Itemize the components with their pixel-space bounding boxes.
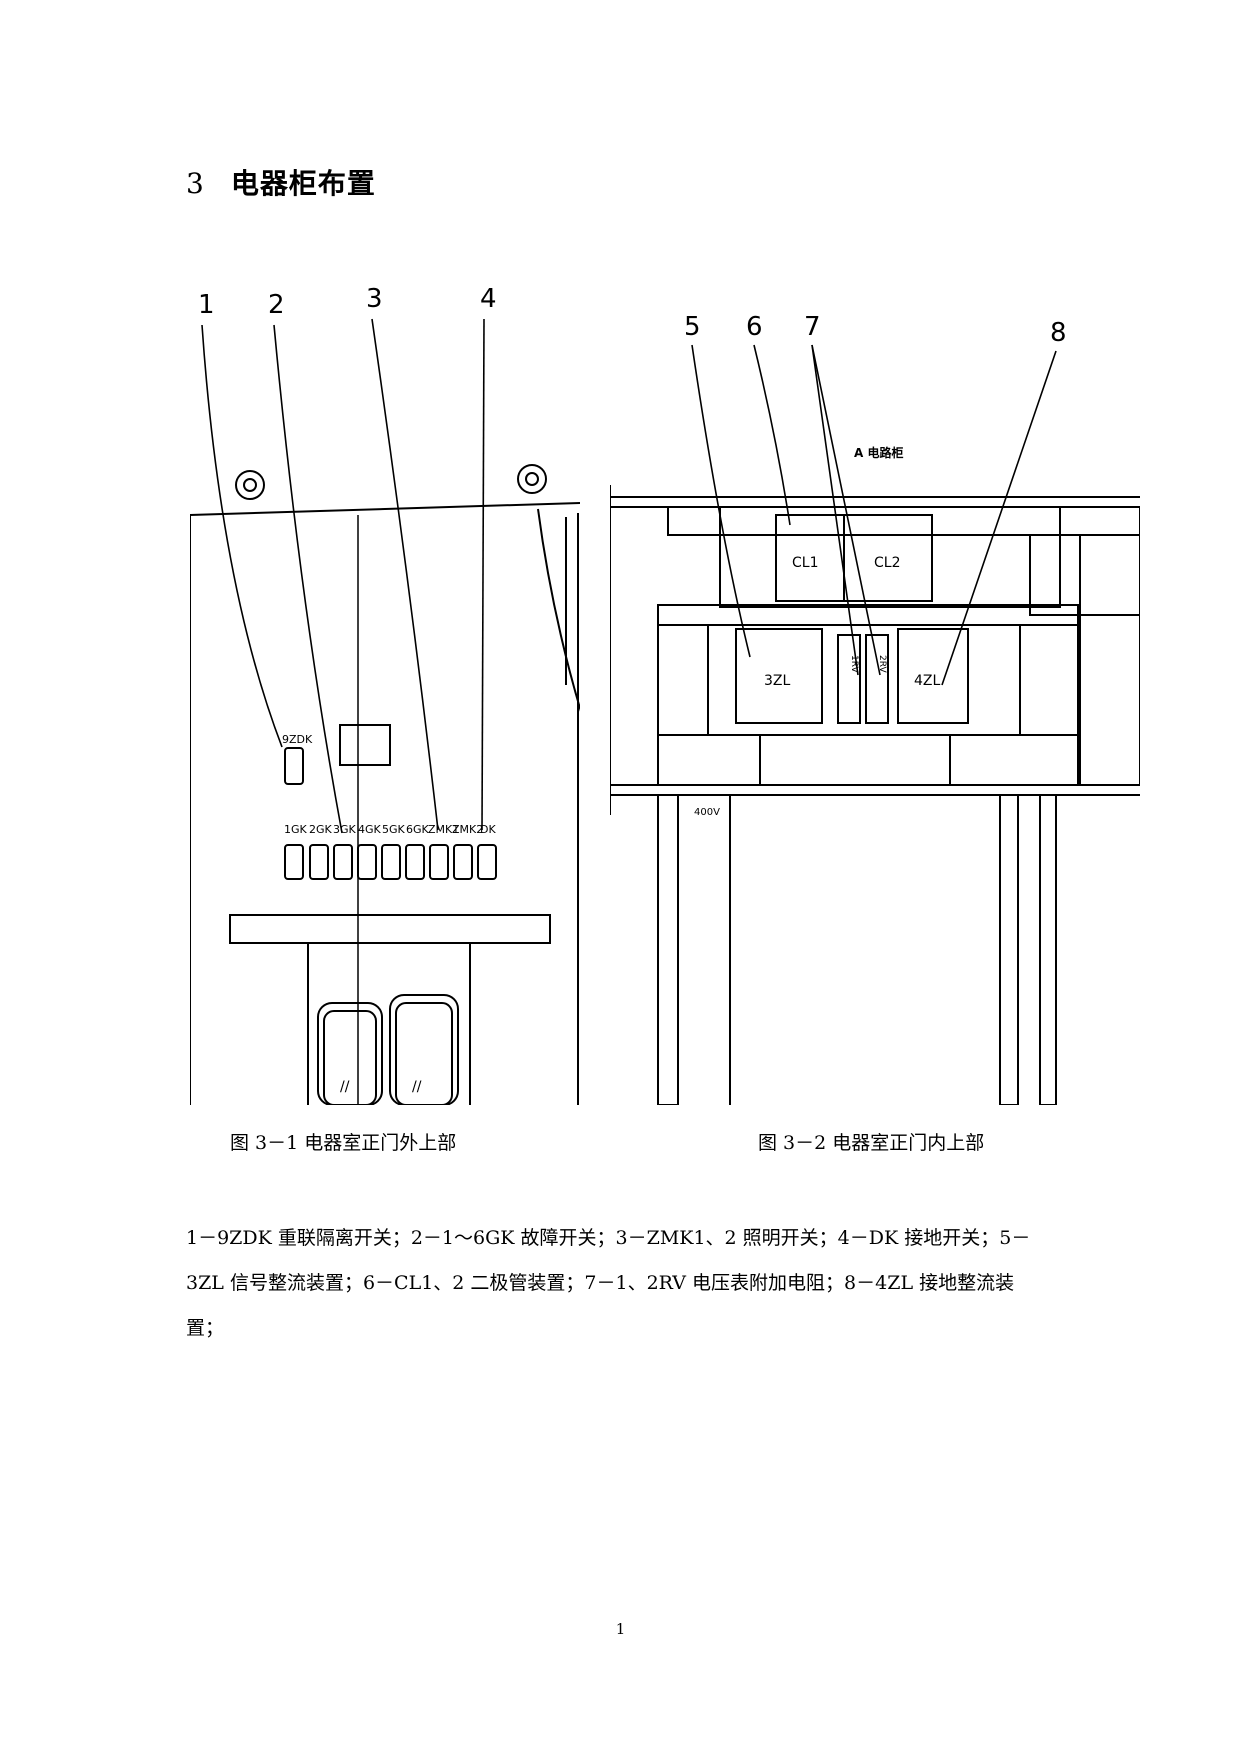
- callout-1: 1: [198, 290, 215, 320]
- ground-rectifier: [897, 628, 969, 724]
- switch-row: [284, 844, 497, 880]
- page-number: 1: [615, 1620, 626, 1638]
- label-cl1: CL1: [792, 555, 818, 571]
- callout-7: 7: [804, 312, 821, 342]
- svg-text:2GK: 2GK: [309, 823, 333, 836]
- figure-3-1-caption: 图 3－1 电器室正门外上部: [230, 1132, 457, 1154]
- label-3zl: 3ZL: [764, 673, 790, 689]
- label-cl2: CL2: [874, 555, 900, 571]
- diode-unit: [775, 514, 933, 602]
- svg-text:3GK: 3GK: [333, 823, 357, 836]
- small-window: [339, 724, 391, 766]
- signal-rectifier: [735, 628, 823, 724]
- label-9zdk: 9ZDK: [282, 733, 313, 746]
- svg-text:5GK: 5GK: [382, 823, 406, 836]
- leader-lines: [201, 318, 485, 834]
- section-number: 3: [186, 167, 205, 200]
- callout-2: 2: [268, 290, 285, 320]
- label-1rv: 1RV: [849, 655, 859, 673]
- figure-3-2-caption: 图 3－2 电器室正门内上部: [758, 1132, 985, 1154]
- resistor-1rv: [837, 634, 861, 724]
- shelf-bar: [229, 914, 551, 944]
- figure-3-2-diagram: 5 6 7 8 A 电路柜 CL1 CL2 3ZL 1R: [610, 312, 1140, 1105]
- lower-panels: // //: [307, 943, 471, 1105]
- label-2rv: 2RV: [877, 655, 887, 673]
- svg-text:ZMK2: ZMK2: [452, 823, 483, 836]
- section-title: 电器柜布置: [230, 167, 376, 200]
- cabinet-frame: [610, 485, 1140, 1105]
- switch-labels: 1GK 2GK 3GK 4GK 5GK 6GK ZMK1 ZMK2 DK: [284, 823, 496, 836]
- callout-8: 8: [1050, 318, 1067, 348]
- svg-text:ZMK1: ZMK1: [428, 823, 459, 836]
- callout-4: 4: [480, 285, 497, 314]
- label-4zl: 4ZL: [914, 673, 940, 689]
- svg-text://: //: [412, 1079, 422, 1095]
- resistor-2rv: [865, 634, 889, 724]
- svg-text:DK: DK: [480, 823, 496, 836]
- cabinet-outline: [190, 464, 580, 1105]
- section-heading: 3 电器柜布置: [186, 162, 376, 202]
- label-a-cabinet: A 电路柜: [854, 445, 903, 460]
- figure-legend: 1－9ZDK 重联隔离开关；2－1～6GK 故障开关；3－ZMK1、2 照明开关…: [186, 1227, 1031, 1339]
- svg-text://: //: [340, 1079, 350, 1095]
- svg-text:4GK: 4GK: [358, 823, 382, 836]
- callout-5: 5: [684, 312, 701, 342]
- switch-9zdk: [284, 747, 304, 785]
- svg-text:1GK: 1GK: [284, 823, 308, 836]
- figure-3-1-diagram: 1 2 3 4 9ZDK 1GK 2GK 3GK 4GK 5GK 6GK ZMK…: [190, 285, 580, 1105]
- label-400v: 400V: [694, 807, 720, 818]
- svg-text:6GK: 6GK: [406, 823, 430, 836]
- callout-3: 3: [366, 285, 383, 314]
- callout-6: 6: [746, 312, 763, 342]
